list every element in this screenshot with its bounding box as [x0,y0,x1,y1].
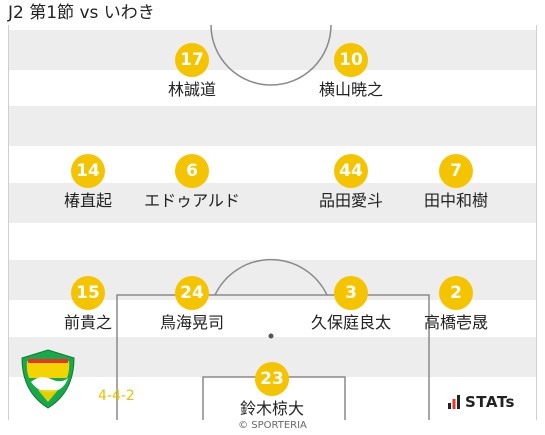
player-df-3[interactable]: 3 久保庭良太 [276,276,426,334]
pitch-markings [116,25,430,420]
player-name: 鳥海晃司 [159,313,224,332]
shirt-number: 10 [334,43,368,77]
player-name: 椿直起 [63,191,112,210]
pitch-stripe [9,106,536,146]
player-df-2[interactable]: 24 鳥海晃司 [117,276,267,334]
pitch-stripe [9,30,536,70]
shirt-number: 15 [71,276,105,310]
player-name: 品田愛斗 [318,191,383,210]
pitch-stripe [9,183,536,223]
copyright: © SPORTERIA [238,420,307,431]
shirt-number: 24 [175,276,209,310]
stats-bars-icon [448,395,460,409]
shirt-number: 7 [439,154,473,188]
shirt-number: 2 [439,276,473,310]
player-name: 林誠道 [167,80,216,99]
player-name: 前貴之 [63,313,112,332]
penalty-arc [214,258,328,296]
player-mf-1[interactable]: 14 椿直起 [13,154,163,212]
center-circle [210,25,332,86]
player-name: 高橋壱晟 [423,313,488,332]
player-df-1[interactable]: 15 前貴之 [13,276,163,334]
match-title: J2 第1節 vs いわき [8,3,155,23]
shirt-number: 17 [175,43,209,77]
shirt-number: 3 [334,276,368,310]
player-name: 田中和樹 [423,191,488,210]
player-fw-2[interactable]: 10 横山暁之 [276,43,426,101]
player-name: 鈴木椋大 [239,399,304,418]
shirt-number: 14 [71,154,105,188]
player-name: 横山暁之 [318,80,383,99]
player-fw-1[interactable]: 17 林誠道 [117,43,267,101]
player-name: 久保庭良太 [310,313,391,332]
penalty-spot [268,333,274,339]
stats-logo: STATs [448,393,515,411]
player-df-4[interactable]: 2 高橋壱晟 [381,276,531,334]
shirt-number: 23 [255,362,289,396]
player-mf-3[interactable]: 44 品田愛斗 [276,154,426,212]
penalty-area [116,294,430,420]
player-mf-4[interactable]: 7 田中和樹 [381,154,531,212]
jef-united-crest-icon [21,349,75,409]
player-name: エドゥアルド [144,191,240,210]
shirt-number: 6 [175,154,209,188]
player-gk[interactable]: 23 鈴木椋大 [197,362,347,420]
formation-label: 4-4-2 [98,388,135,404]
shirt-number: 44 [334,154,368,188]
pitch [8,25,537,420]
stats-logo-text: STATs [465,393,515,411]
player-mf-2[interactable]: 6 エドゥアルド [117,154,267,212]
